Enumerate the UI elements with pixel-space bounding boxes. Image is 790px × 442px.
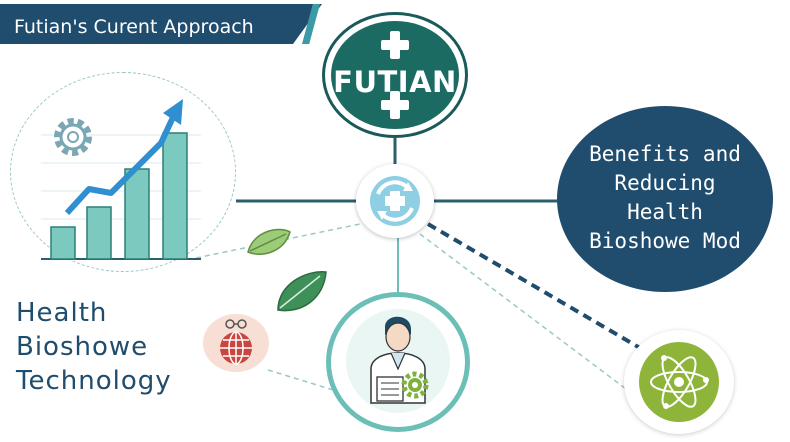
medical-cross-icon [381,31,409,59]
science-node [624,330,734,434]
chart-bar [86,206,112,260]
futian-logo: FUTIAN [322,12,468,138]
atom-icon [639,342,719,422]
globe-icon [220,319,252,365]
benefits-line-1: Benefits and [589,142,741,166]
benefits-line-3: Health [627,200,703,224]
benefits-text: Benefits and Reducing Health Bioshowe Mo… [557,140,773,256]
growth-chart-node [10,72,236,272]
title-banner: Futian's Curent Approach [0,4,322,44]
side-title-line-2: Bioshowe [16,332,149,362]
gear-icon [401,371,429,399]
leaf-icon [277,271,327,312]
medical-cross-icon [381,91,409,119]
chart-bar [162,132,188,260]
banner-title: Futian's Curent Approach [14,16,254,38]
benefits-line-4: Bioshowe Mod [589,229,741,253]
benefits-node: Benefits and Reducing Health Bioshowe Mo… [557,106,773,292]
central-hub [356,164,434,238]
side-title-line-3: Technology [16,366,172,396]
chart-bar [50,226,76,260]
medical-cross-cycle-icon [370,176,420,226]
side-title-line-1: Health [16,298,108,328]
expert-node [326,292,470,432]
growth-chart-icon [41,99,201,260]
benefits-line-2: Reducing [614,171,716,195]
globe-node [203,314,269,372]
logo-badge: FUTIAN [331,21,459,129]
side-title: Health Bioshowe Technology [16,296,172,398]
doctor-icon [346,309,450,413]
leaf-icon [247,228,291,255]
gear-icon [54,118,92,156]
chart-bar [124,168,150,260]
